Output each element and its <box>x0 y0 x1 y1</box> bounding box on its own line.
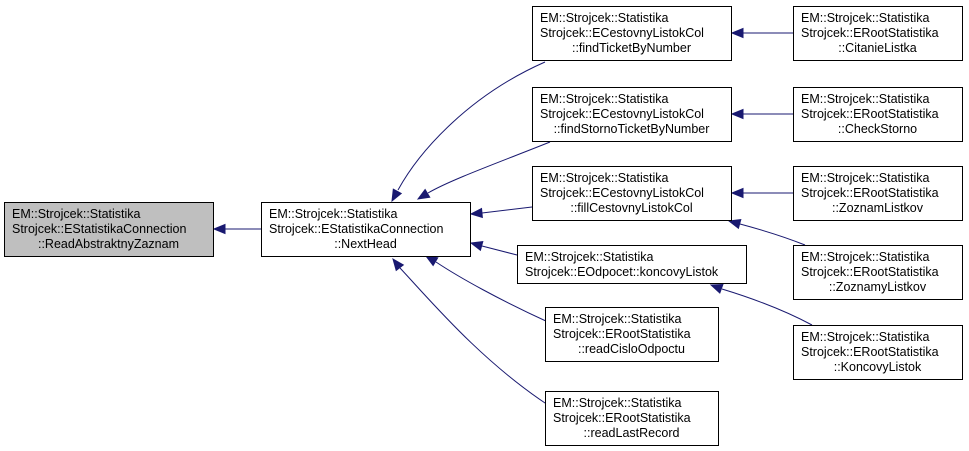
node-box <box>517 245 747 284</box>
call-edge <box>427 141 551 194</box>
arrowhead-icon <box>424 255 439 267</box>
node-label-line: Strojcek::ERootStatistika <box>553 411 691 425</box>
node-findticket[interactable]: EM::Strojcek::StatistikaStrojcek::ECesto… <box>532 6 732 61</box>
node-label-line: ::readCisloOdpoctu <box>578 342 685 356</box>
node-label-line: EM::Strojcek::Statistika <box>540 11 669 25</box>
arrowhead-icon <box>469 207 483 219</box>
node-label-line: Strojcek::EStatistikaConnection <box>269 222 443 236</box>
node-zoznam[interactable]: EM::Strojcek::StatistikaStrojcek::ERootS… <box>793 166 963 221</box>
node-label-line: Strojcek::ECestovnyListokCol <box>540 186 704 200</box>
node-label-line: EM::Strojcek::Statistika <box>540 171 669 185</box>
node-label-line: EM::Strojcek::Statistika <box>540 92 669 106</box>
node-label-line: Strojcek::ERootStatistika <box>801 26 939 40</box>
node-label-line: Strojcek::ERootStatistika <box>553 327 691 341</box>
node-label-line: ::readLastRecord <box>584 426 680 440</box>
arrowhead-icon <box>730 27 744 39</box>
call-edge <box>739 223 806 246</box>
arrowhead-icon <box>391 188 403 203</box>
arrowhead-icon <box>212 223 226 235</box>
node-label-line: EM::Strojcek::Statistika <box>801 330 930 344</box>
node-zoznamy[interactable]: EM::Strojcek::StatistikaStrojcek::ERootS… <box>793 245 963 300</box>
node-label-line: ::CitanieListka <box>838 41 917 55</box>
arrowhead-icon <box>709 284 724 294</box>
node-root[interactable]: EM::Strojcek::StatistikaStrojcek::EStati… <box>4 202 214 257</box>
node-koncovyRoot[interactable]: EM::Strojcek::StatistikaStrojcek::ERootS… <box>793 325 963 380</box>
arrowhead-icon <box>730 108 744 120</box>
node-citanie[interactable]: EM::Strojcek::StatistikaStrojcek::ERootS… <box>793 6 963 61</box>
call-edge <box>481 245 518 256</box>
node-label-line: ::KoncovyListok <box>834 360 922 374</box>
node-label-line: ::findStornoTicketByNumber <box>554 122 710 136</box>
node-label-line: Strojcek::ECestovnyListokCol <box>540 26 704 40</box>
call-edge <box>397 61 546 191</box>
node-koncovy[interactable]: EM::Strojcek::StatistikaStrojcek::EOdpoc… <box>517 245 747 284</box>
node-label-line: Strojcek::ERootStatistika <box>801 107 939 121</box>
node-label-line: EM::Strojcek::Statistika <box>12 207 141 221</box>
node-box <box>793 87 963 142</box>
node-label-line: ::fillCestovnyListokCol <box>570 201 692 215</box>
arrowhead-icon <box>469 240 484 252</box>
node-readcislo[interactable]: EM::Strojcek::StatistikaStrojcek::ERootS… <box>545 307 719 362</box>
node-label-line: EM::Strojcek::Statistika <box>801 11 930 25</box>
node-label-line: EM::Strojcek::Statistika <box>801 171 930 185</box>
node-box <box>793 325 963 380</box>
node-label-line: ::ReadAbstraktnyZaznam <box>38 237 179 251</box>
node-box <box>793 6 963 61</box>
arrowhead-icon <box>416 188 431 200</box>
node-box <box>4 202 214 257</box>
node-label-line: Strojcek::ECestovnyListokCol <box>540 107 704 121</box>
call-edge <box>481 206 533 214</box>
node-nexthead[interactable]: EM::Strojcek::StatistikaStrojcek::EStati… <box>261 202 471 257</box>
node-label-line: Strojcek::ERootStatistika <box>801 265 939 279</box>
node-label-line: Strojcek::ERootStatistika <box>801 345 939 359</box>
node-label-line: ::findTicketByNumber <box>572 41 691 55</box>
node-label-line: EM::Strojcek::Statistika <box>553 396 682 410</box>
node-fillcol[interactable]: EM::Strojcek::StatistikaStrojcek::ECesto… <box>532 166 732 221</box>
arrowhead-icon <box>730 187 744 199</box>
node-label-line: Strojcek::EStatistikaConnection <box>12 222 186 236</box>
node-label-line: EM::Strojcek::Statistika <box>801 250 930 264</box>
node-label-line: EM::Strojcek::Statistika <box>553 312 682 326</box>
node-box <box>532 6 732 61</box>
node-label-line: ::ZoznamyListkov <box>829 280 927 294</box>
arrowhead-icon <box>727 218 742 230</box>
node-label-line: ::CheckStorno <box>838 122 917 136</box>
node-label-line: ::NextHead <box>334 237 397 251</box>
node-box <box>532 87 732 142</box>
node-readlast[interactable]: EM::Strojcek::StatistikaStrojcek::ERootS… <box>545 391 719 446</box>
call-edge <box>435 261 549 323</box>
node-label-line: EM::Strojcek::Statistika <box>525 250 654 264</box>
node-findstorno[interactable]: EM::Strojcek::StatistikaStrojcek::ECesto… <box>532 87 732 142</box>
node-label-line: EM::Strojcek::Statistika <box>801 92 930 106</box>
arrowhead-icon <box>392 257 405 272</box>
node-box <box>793 245 963 300</box>
node-box <box>545 307 719 362</box>
call-edge <box>399 267 549 406</box>
node-box <box>261 202 471 257</box>
node-box <box>793 166 963 221</box>
node-box <box>532 166 732 221</box>
call-edge <box>721 288 813 326</box>
node-label-line: EM::Strojcek::Statistika <box>269 207 398 221</box>
node-checkstorno[interactable]: EM::Strojcek::StatistikaStrojcek::ERootS… <box>793 87 963 142</box>
node-box <box>545 391 719 446</box>
node-label-line: Strojcek::EOdpocet::koncovyListok <box>525 265 719 279</box>
node-label-line: Strojcek::ERootStatistika <box>801 186 939 200</box>
node-label-line: ::ZoznamListkov <box>832 201 924 215</box>
